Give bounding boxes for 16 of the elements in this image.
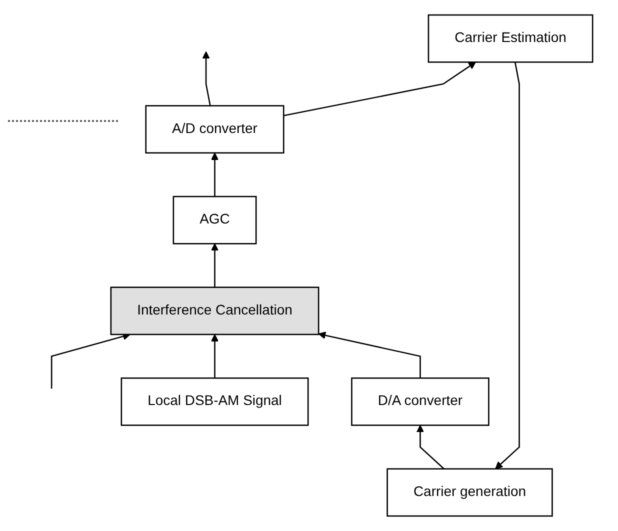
node-box: A/D converter bbox=[145, 105, 284, 154]
arrow bbox=[202, 51, 211, 106]
node-box: Carrier Estimation bbox=[428, 14, 594, 63]
arrow bbox=[50, 332, 130, 389]
arrow bbox=[495, 62, 520, 470]
node-box: Interference Cancellation bbox=[110, 286, 320, 336]
arrow bbox=[210, 152, 219, 197]
arrow bbox=[318, 332, 421, 378]
node-box: AGC bbox=[172, 196, 257, 244]
arrow bbox=[284, 62, 476, 116]
node-box: Local DSB-AM Signal bbox=[120, 377, 309, 426]
node-box: D/A converter bbox=[351, 377, 490, 426]
arrow bbox=[210, 334, 219, 378]
arrow bbox=[416, 424, 444, 470]
arrow bbox=[210, 243, 219, 288]
node-box: Carrier generation bbox=[386, 468, 553, 517]
